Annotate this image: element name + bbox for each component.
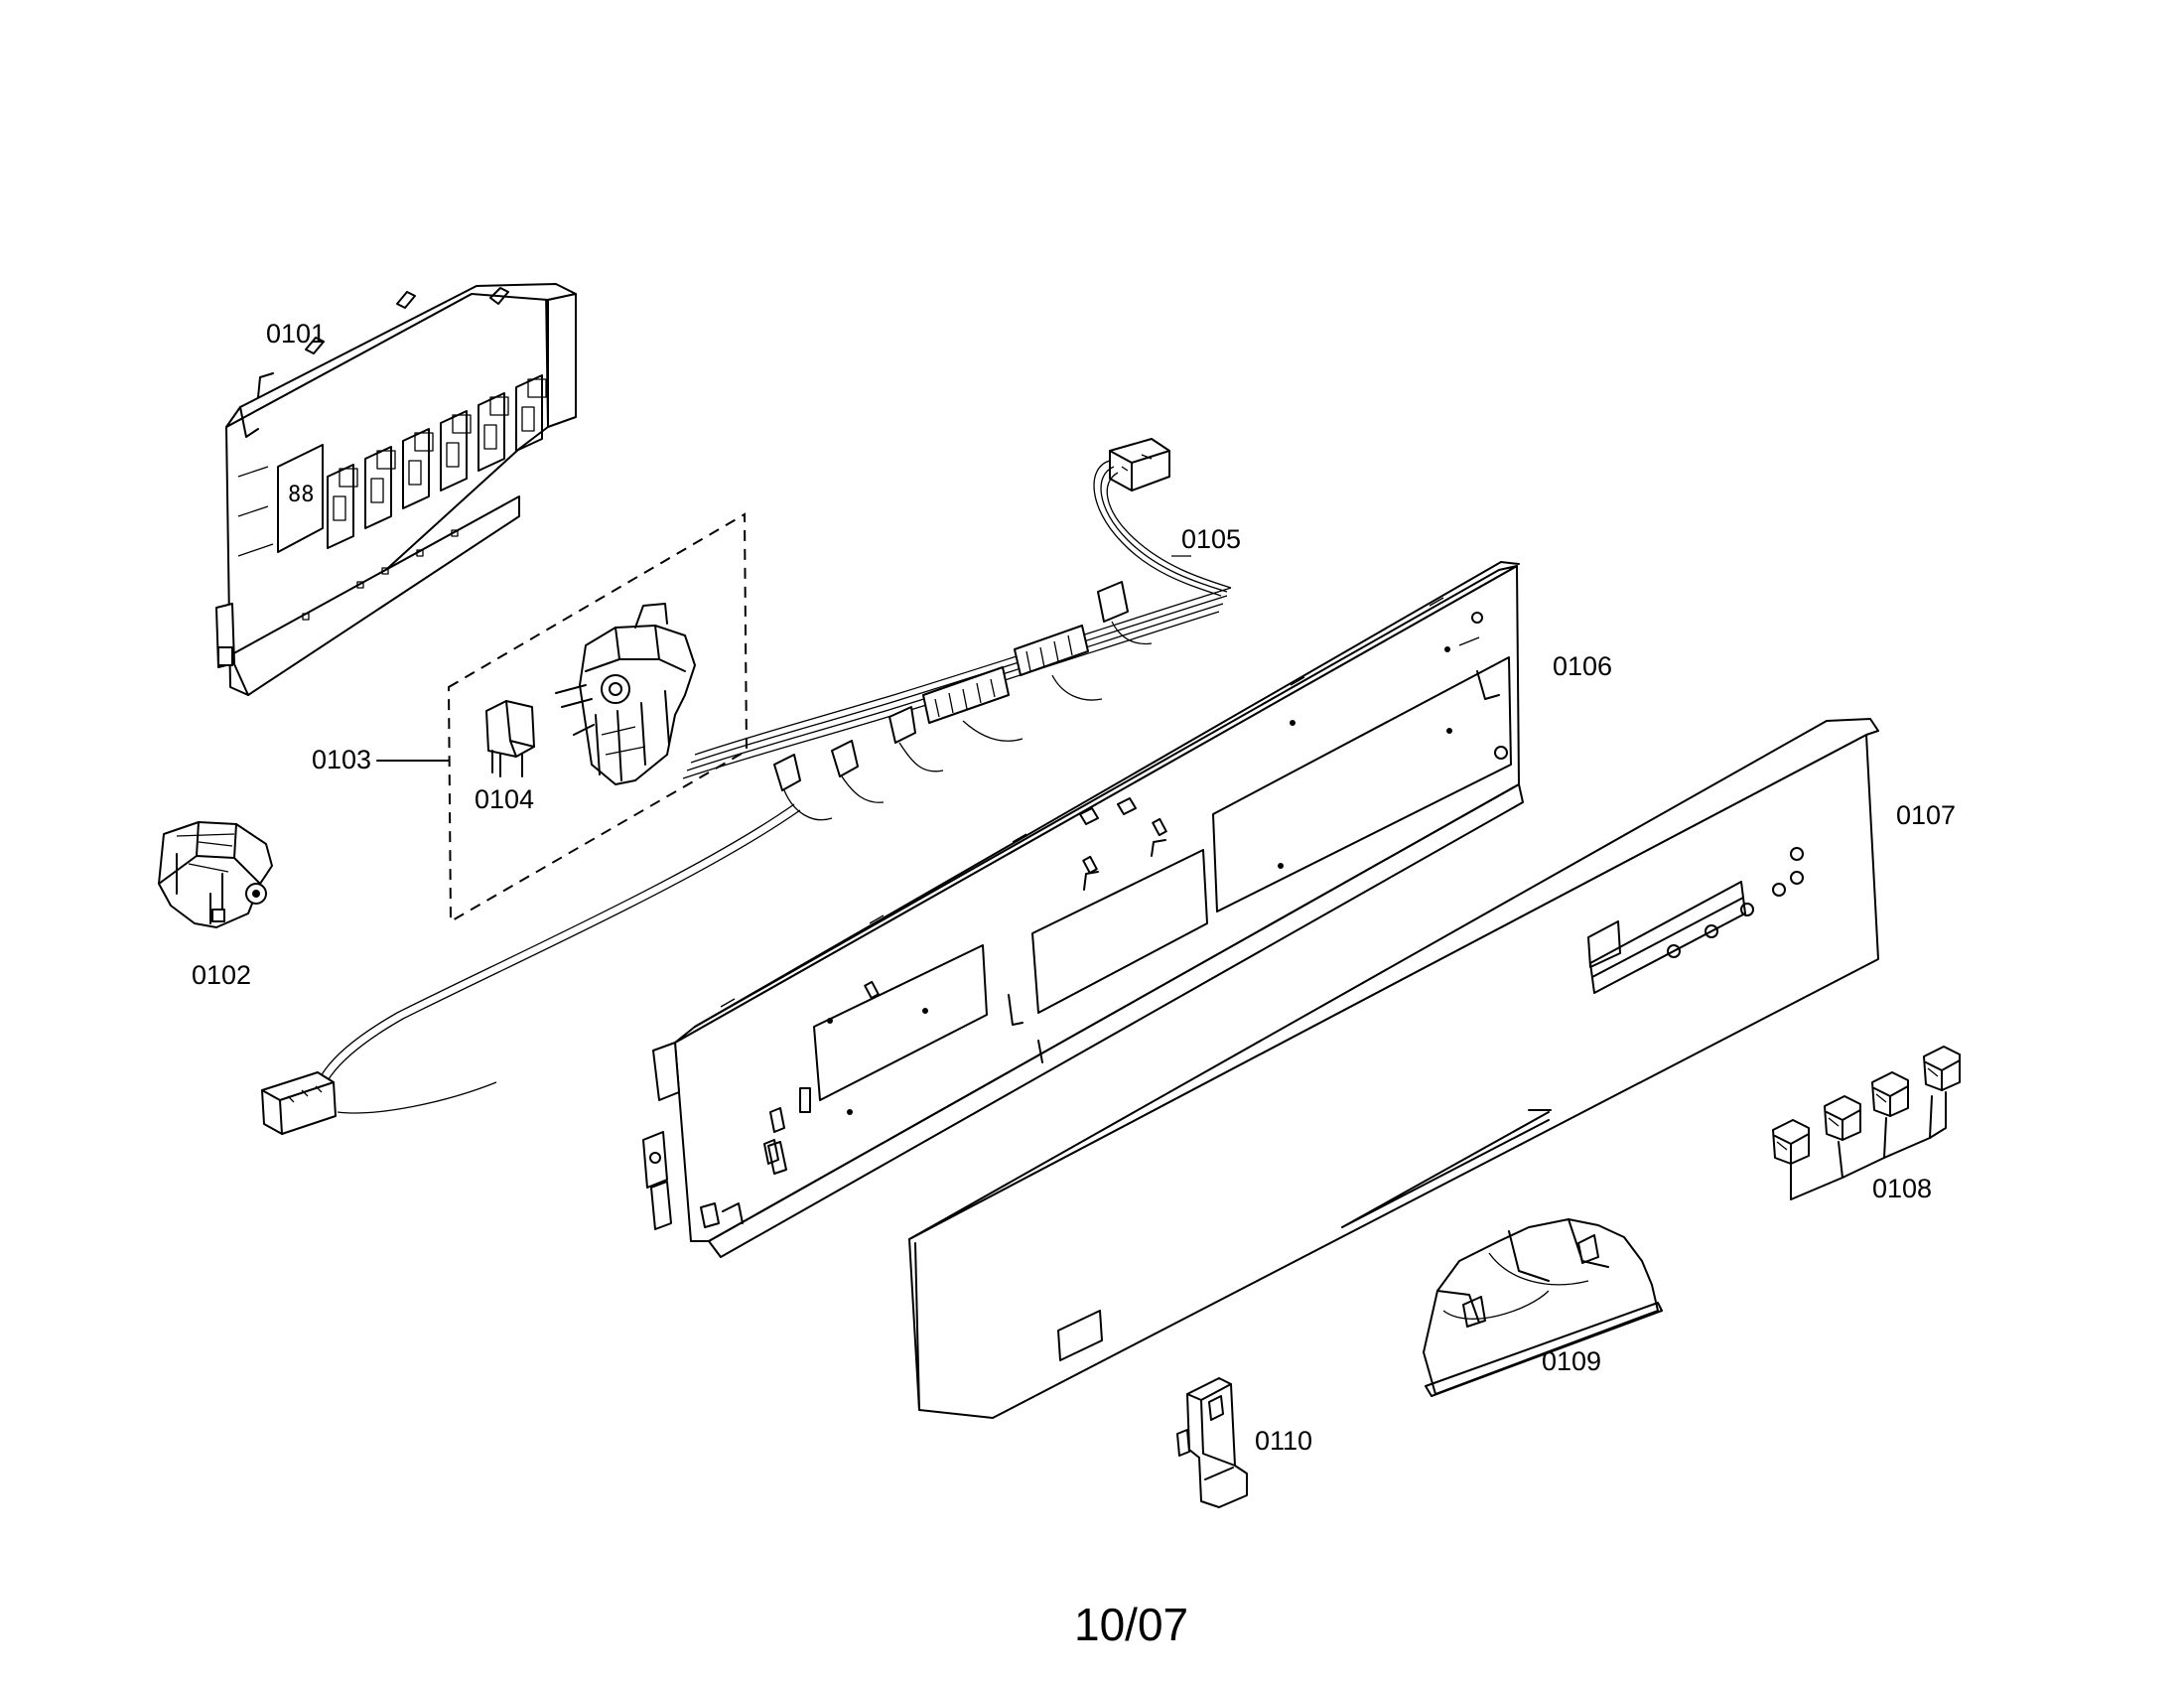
- part-0101-control-module: 88: [215, 283, 577, 696]
- part-labels: 0101 0102 0103 0104 0105 0106 0107 0108 …: [192, 319, 1956, 1456]
- part-0107-front-panel: [908, 718, 1879, 1419]
- label-0104: 0104: [475, 784, 534, 814]
- label-0106: 0106: [1553, 651, 1612, 681]
- part-0103-valve-assembly: [555, 603, 696, 785]
- label-0101: 0101: [266, 319, 326, 349]
- label-0110: 0110: [1255, 1426, 1312, 1456]
- svg-text:88: 88: [288, 483, 315, 507]
- label-0102: 0102: [192, 960, 251, 990]
- part-0108-button-set: [1772, 1046, 1961, 1200]
- part-0106-inner-panel: [642, 561, 1524, 1258]
- part-0102-switch: [158, 821, 273, 928]
- label-0103: 0103: [312, 745, 371, 774]
- part-0109-handle: [1423, 1218, 1663, 1397]
- part-0103-group: [376, 512, 749, 923]
- part-0104-relay: [485, 700, 535, 777]
- label-0109: 0109: [1542, 1346, 1601, 1376]
- footer-date: 10/07: [1074, 1599, 1188, 1650]
- part-0105-wiring-harness: [261, 438, 1232, 1135]
- part-0110-clip: [1176, 1377, 1248, 1508]
- label-0108: 0108: [1872, 1174, 1932, 1203]
- label-0107: 0107: [1896, 800, 1956, 830]
- label-0105: 0105: [1181, 524, 1241, 554]
